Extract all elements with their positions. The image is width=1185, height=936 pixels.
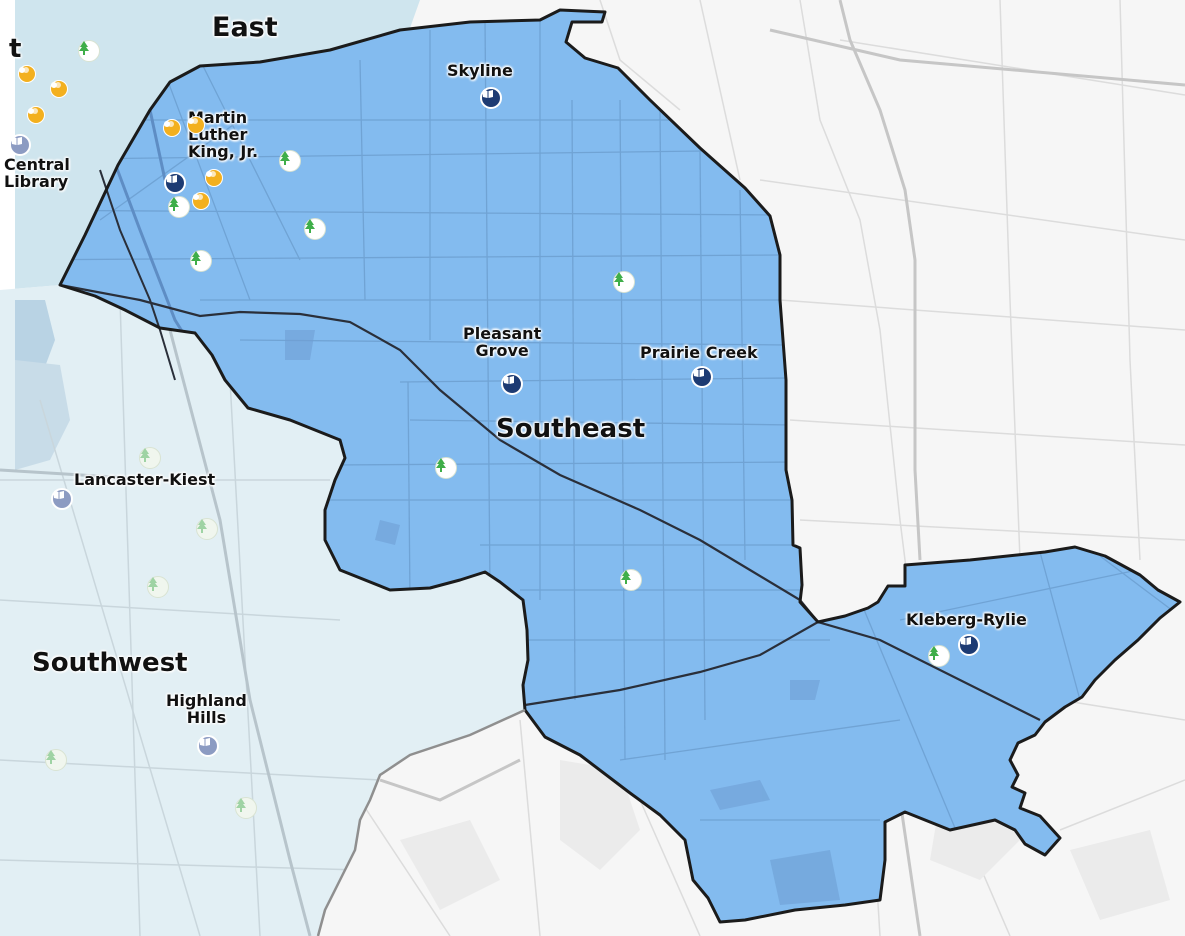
theater-masks-icon[interactable] (192, 192, 210, 210)
tree-icon[interactable] (613, 271, 635, 293)
book-icon[interactable] (958, 634, 980, 656)
tree-icon[interactable] (620, 569, 642, 591)
library-label-central: Central Library (4, 155, 70, 191)
tree-icon[interactable] (304, 218, 326, 240)
theater-masks-icon[interactable] (18, 65, 36, 83)
water-body (15, 360, 70, 470)
theater-masks-icon[interactable] (205, 169, 223, 187)
book-icon[interactable] (197, 735, 219, 757)
library-label-mlk: Martin Luther King, Jr. (188, 108, 259, 161)
rail-spur (99, 169, 176, 381)
region-label-southeast: Southeast (496, 414, 646, 444)
theater-masks-icon[interactable] (50, 80, 68, 98)
southeast-roads (60, 19, 1180, 922)
southeast-boundary (58, 8, 1182, 924)
tree-icon[interactable] (928, 645, 950, 667)
book-icon[interactable] (480, 87, 502, 109)
southeast-features (285, 330, 840, 905)
library-label-skyline: Skyline (447, 61, 513, 80)
library-label-lancaster-kiest: Lancaster-Kiest (74, 470, 216, 489)
library-label-highland-hills: Highland Hills (166, 691, 247, 727)
southwest-highways (0, 329, 312, 936)
railway-line (59, 283, 1041, 721)
book-icon[interactable] (9, 134, 31, 156)
book-icon[interactable] (51, 488, 73, 510)
library-label-kleberg-rylie: Kleberg-Rylie (906, 610, 1027, 629)
region-label-partial: t (9, 34, 22, 64)
library-label-prairie-creek: Prairie Creek (640, 343, 758, 362)
tree-icon[interactable] (235, 797, 257, 819)
tree-icon[interactable] (139, 447, 161, 469)
southeast-district-area[interactable] (60, 10, 1180, 922)
southwest-boundary (316, 708, 526, 936)
book-icon[interactable] (164, 172, 186, 194)
tree-icon[interactable] (147, 576, 169, 598)
tree-icon[interactable] (190, 250, 212, 272)
region-label-southwest: Southwest (32, 648, 188, 678)
book-icon[interactable] (501, 373, 523, 395)
theater-masks-icon[interactable] (163, 119, 181, 137)
east-district-area (0, 0, 420, 290)
tree-icon[interactable] (435, 457, 457, 479)
theater-masks-icon[interactable] (187, 116, 205, 134)
tree-icon[interactable] (196, 518, 218, 540)
southwest-district-area (0, 285, 528, 936)
region-label-east: East (212, 12, 278, 43)
tree-icon[interactable] (78, 40, 100, 62)
tree-icon[interactable] (168, 196, 190, 218)
library-label-pleasant-grove: Pleasant Grove (463, 324, 542, 360)
tree-icon[interactable] (45, 749, 67, 771)
book-icon[interactable] (691, 366, 713, 388)
railway-branch (524, 621, 819, 707)
tree-icon[interactable] (279, 150, 301, 172)
theater-masks-icon[interactable] (27, 106, 45, 124)
